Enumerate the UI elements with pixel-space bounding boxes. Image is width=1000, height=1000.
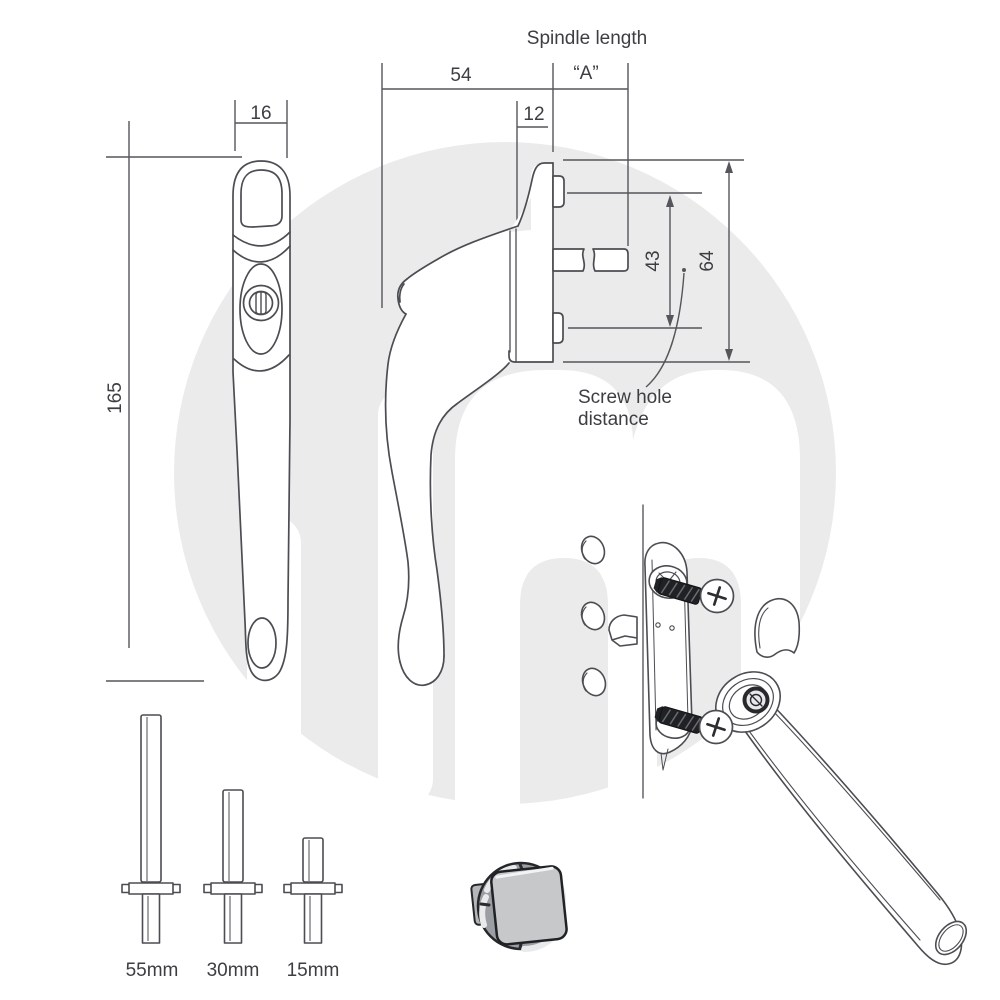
side-grip-left-edge [384,313,410,663]
screw-cap-3 [581,667,607,697]
adapter-square-boss [490,865,568,946]
side-neck-curve [517,162,554,227]
cap-shade [581,606,587,626]
screw-tab-bottom [552,312,564,344]
cap-shade [582,672,588,692]
hub-lock-slot [749,693,763,707]
screw-tip [653,577,662,594]
side-thumb-bump [396,278,408,315]
spindle-55mm [121,714,181,944]
boss-face [490,865,568,946]
spindle-shaft [222,789,244,883]
spindle-length-title: Spindle length [527,28,647,49]
spindle-55mm-label: 55mm [126,960,179,981]
screw-cap-1 [580,535,606,565]
spindle-collar [210,882,256,895]
arm-end-hole [934,920,968,956]
screw-1-phillips-cross [707,586,727,606]
side-grip-top-curve [406,225,519,280]
spindle-set [121,714,343,944]
dim-54-a-lines [381,63,629,308]
screw-tab-top [552,175,565,208]
screw-threads [661,709,701,731]
screw-1 [653,577,703,605]
extension-lines-right [563,159,750,363]
spindle-15mm [283,837,343,944]
front-handle-lower-arc [233,354,290,372]
spindle-segment-left [552,248,586,272]
exploded-assembly [580,504,968,966]
front-handle-top-window [240,169,283,228]
dim-a-label: “A” [573,63,598,84]
cap-piece-detail [758,607,769,649]
screw-hole-note-line2: distance [578,409,649,430]
screw-hole-note-line1: Screw hole [578,387,672,408]
arrow-64-up [725,161,733,173]
side-plate-front-lines [509,228,517,362]
leader-dot [682,268,686,272]
spindle-30mm [203,789,263,944]
watermark-m-glyph [455,370,800,805]
side-view-handle [384,162,629,687]
boss-highlight [495,866,554,879]
screw-hole-leader-line [645,272,685,388]
plate-hole-dot-2 [669,625,675,631]
dim-165-lines [106,121,242,682]
spindle-shaft [140,714,162,883]
screw-threads [660,580,700,602]
dim-12-label: 12 [523,104,544,125]
side-grip-fill [385,163,553,686]
arrow-43-up [666,195,674,207]
handle-cap-piece [754,597,801,658]
dimension-arrowheads [666,161,733,361]
hub-lock-center [749,693,763,707]
side-grip-right-edge [429,362,510,657]
arrow-43-down [666,315,674,327]
dim-12-lines [516,101,548,224]
plate-hole-dot-1 [655,622,661,628]
spindle-shaft [302,837,324,883]
arm-detail-lines [743,709,941,941]
arm-end-hole-inner [938,924,964,952]
diagram-text: Spindle length 54 “A” 12 16 165 43 64 Sc… [105,28,718,981]
side-grip-tip [399,655,445,687]
spindle-tip-wedge [608,614,638,647]
dim-64-label: 64 [697,250,718,272]
spindle-segment-right [592,248,629,272]
front-handle-end-hole [247,617,277,669]
screw-tip [654,706,663,723]
spindle-lower-rod [303,893,323,944]
dim-16-lines [234,100,288,158]
front-view-handle [232,160,291,682]
dimension-lines [106,63,750,682]
cap-shade [581,540,587,560]
spindle-collar [290,882,336,895]
assembly-handle-arm [733,697,963,966]
dim-16-label: 16 [250,103,271,124]
spindle-lower-rod [223,893,243,944]
screw-2-phillips-cross [706,717,726,737]
spindle-lower-rod [141,893,161,944]
front-handle-collar-arcs [232,231,291,263]
side-plate-fill [509,163,553,362]
spindle-30mm-label: 30mm [207,960,260,981]
spindle-collar [128,882,174,895]
arrow-64-down [725,349,733,361]
screw-cap-2 [580,601,606,631]
dim-43-label: 43 [643,250,664,271]
dim-54-label: 54 [450,65,472,86]
spindle-15mm-label: 15mm [287,960,340,981]
dim-165-label: 165 [105,382,126,414]
spindle-adapter [470,861,568,952]
